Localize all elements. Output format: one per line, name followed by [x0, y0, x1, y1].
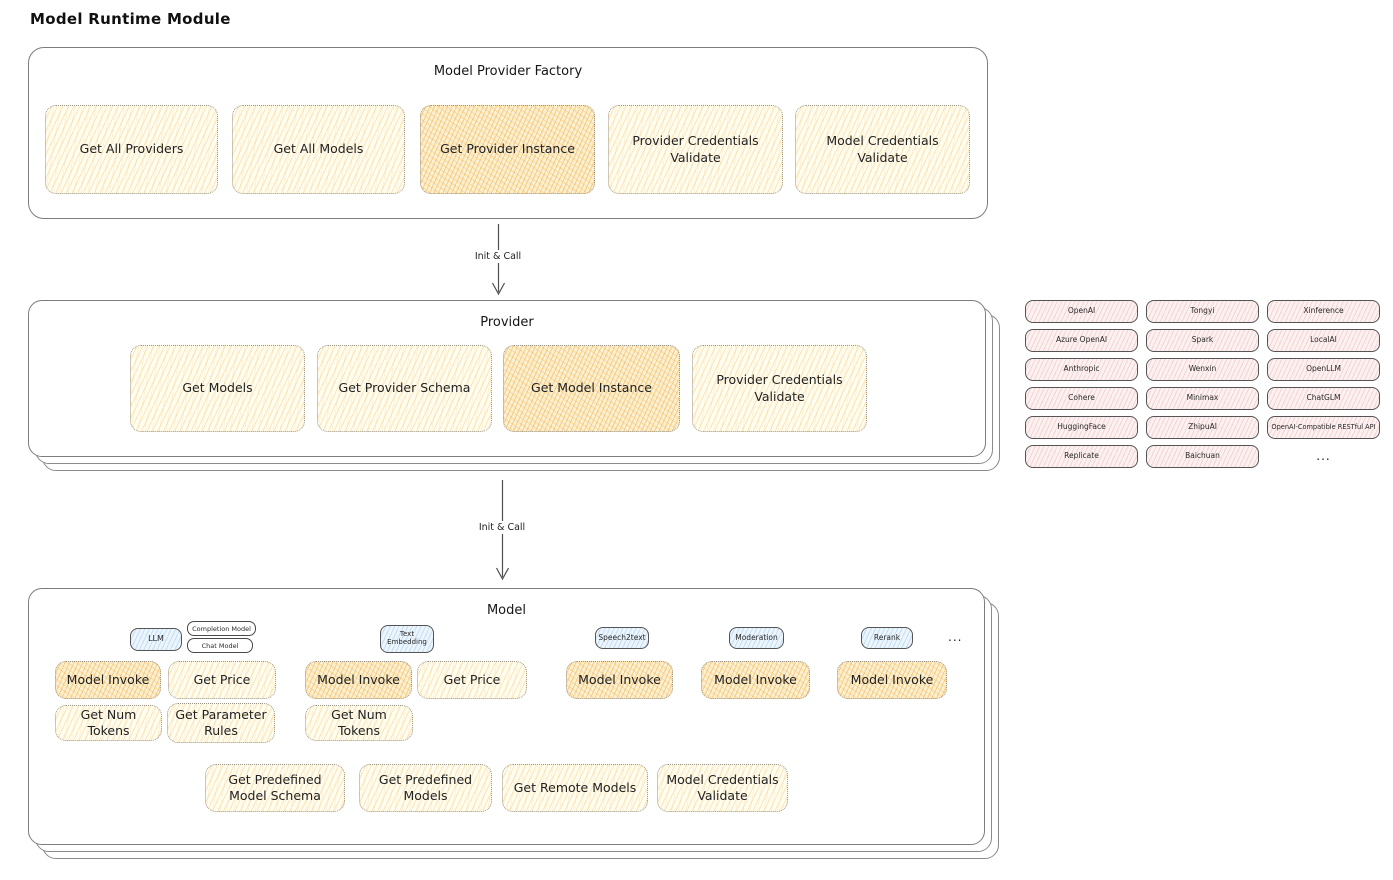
- provider-chip-chatglm: ChatGLM: [1267, 387, 1380, 410]
- node-get-predefined-model-schema: Get Predefined Model Schema: [205, 764, 345, 812]
- node-model-credentials-validate-2: Model Credentials Validate: [657, 764, 788, 812]
- factory-title: Model Provider Factory: [433, 64, 583, 79]
- provider-chip-baichuan: Baichuan: [1146, 445, 1259, 468]
- node-llm-model-invoke: Model Invoke: [55, 661, 161, 699]
- provider-chip-openai-compatible: OpenAI-Compatible RESTful API: [1267, 416, 1380, 439]
- model-type-speech2text: Speech2text: [595, 627, 649, 649]
- node-embedding-model-invoke: Model Invoke: [305, 661, 412, 699]
- node-get-all-models: Get All Models: [232, 105, 405, 194]
- node-speech2text-model-invoke: Model Invoke: [566, 661, 673, 699]
- node-moderation-model-invoke: Model Invoke: [701, 661, 810, 699]
- node-get-provider-schema: Get Provider Schema: [317, 345, 492, 432]
- provider-chip-anthropic: Anthropic: [1025, 358, 1138, 381]
- model-types-more-ellipsis: ...: [948, 630, 963, 644]
- provider-chip-wenxin: Wenxin: [1146, 358, 1259, 381]
- providers-more-ellipsis: ...: [1316, 448, 1331, 463]
- node-get-predefined-models: Get Predefined Models: [359, 764, 492, 812]
- node-model-credentials-validate: Model Credentials Validate: [795, 105, 970, 194]
- model-type-chat: Chat Model: [187, 638, 253, 653]
- init-call-label-bottom: Init & Call: [473, 521, 531, 534]
- provider-chip-cohere: Cohere: [1025, 387, 1138, 410]
- node-embedding-get-num-tokens: Get Num Tokens: [305, 705, 413, 741]
- provider-chip-xinference: Xinference: [1267, 300, 1380, 323]
- provider-chip-minimax: Minimax: [1146, 387, 1259, 410]
- node-provider-credentials-validate: Provider Credentials Validate: [608, 105, 783, 194]
- provider-title: Provider: [480, 315, 534, 330]
- model-title: Model: [486, 603, 527, 618]
- provider-chip-spark: Spark: [1146, 329, 1259, 352]
- node-llm-get-parameter-rules: Get Parameter Rules: [167, 703, 275, 743]
- node-get-model-instance: Get Model Instance: [503, 345, 680, 432]
- node-get-all-providers: Get All Providers: [45, 105, 218, 194]
- page-title: Model Runtime Module: [30, 10, 231, 28]
- node-embedding-get-price: Get Price: [417, 661, 527, 699]
- node-get-models: Get Models: [130, 345, 305, 432]
- provider-chip-azure-openai: Azure OpenAI: [1025, 329, 1138, 352]
- node-provider-credentials-validate-2: Provider Credentials Validate: [692, 345, 867, 432]
- providers-grid: OpenAI Tongyi Xinference Azure OpenAI Sp…: [1025, 300, 1380, 468]
- node-llm-get-num-tokens: Get Num Tokens: [55, 705, 162, 741]
- provider-chip-zhipuai: ZhipuAI: [1146, 416, 1259, 439]
- model-type-rerank: Rerank: [861, 627, 913, 649]
- model-type-completion: Completion Model: [187, 621, 256, 636]
- model-type-text-embedding: Text Embedding: [380, 625, 434, 653]
- node-get-provider-instance: Get Provider Instance: [420, 105, 595, 194]
- provider-chip-localai: LocalAI: [1267, 329, 1380, 352]
- provider-chip-huggingface: HuggingFace: [1025, 416, 1138, 439]
- provider-chip-replicate: Replicate: [1025, 445, 1138, 468]
- provider-chip-openllm: OpenLLM: [1267, 358, 1380, 381]
- model-type-llm: LLM: [130, 628, 182, 651]
- node-get-remote-models: Get Remote Models: [502, 764, 648, 812]
- node-llm-get-price: Get Price: [168, 661, 276, 699]
- node-rerank-model-invoke: Model Invoke: [837, 661, 947, 699]
- model-type-moderation: Moderation: [729, 627, 784, 649]
- init-call-label-top: Init & Call: [469, 250, 527, 263]
- provider-chip-tongyi: Tongyi: [1146, 300, 1259, 323]
- provider-chip-openai: OpenAI: [1025, 300, 1138, 323]
